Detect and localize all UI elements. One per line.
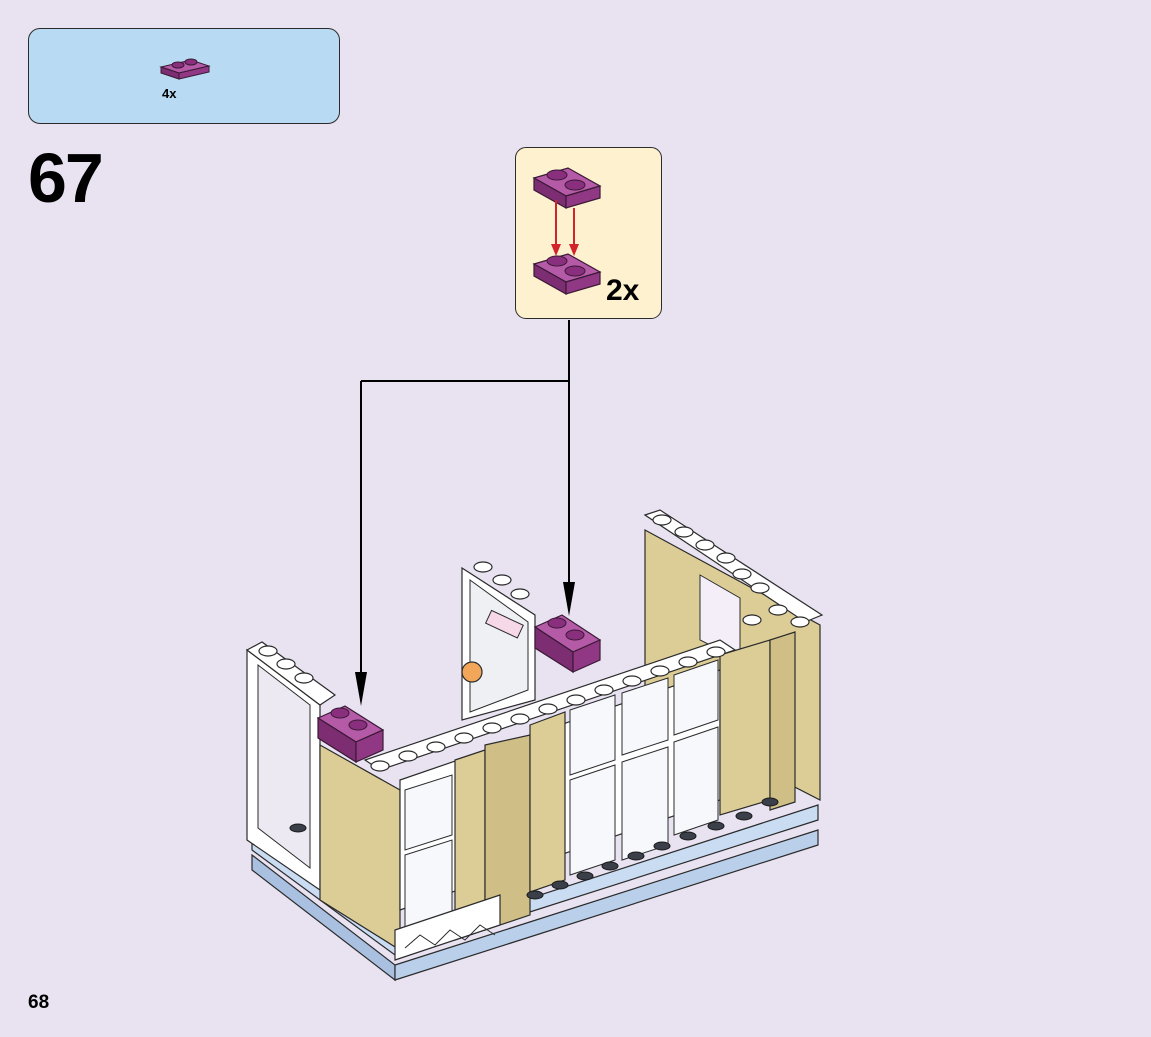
subassembly-callout: 2x bbox=[515, 147, 662, 319]
arrow-head-left bbox=[355, 672, 367, 706]
balcony-railing bbox=[394, 894, 501, 961]
left-white-frame bbox=[245, 641, 337, 892]
red-down-arrows bbox=[551, 200, 579, 256]
magenta-plate-left bbox=[316, 705, 385, 764]
bottom-plate-icon bbox=[532, 253, 602, 296]
top-plate-icon bbox=[532, 167, 602, 210]
part-quantity: 4x bbox=[162, 86, 177, 101]
front-windows bbox=[404, 659, 719, 931]
plate-1x2-magenta-icon bbox=[159, 58, 211, 80]
middle-door-panel bbox=[461, 566, 536, 721]
door-knob bbox=[461, 661, 483, 683]
subassembly-multiplier: 2x bbox=[606, 274, 640, 307]
magenta-plate-right bbox=[533, 614, 602, 674]
arrow-head-right bbox=[563, 582, 575, 616]
base-studs bbox=[289, 797, 779, 900]
step-number: 67 bbox=[28, 139, 104, 217]
top-stud-row bbox=[258, 514, 810, 772]
light-blue-base bbox=[251, 804, 819, 982]
page-number: 68 bbox=[28, 992, 50, 1013]
front-tan-wall bbox=[319, 631, 796, 952]
plate-stack-diagram bbox=[532, 167, 602, 296]
parts-list-box: 4x bbox=[28, 28, 340, 124]
placement-arrows bbox=[360, 320, 570, 680]
back-right-wall bbox=[643, 509, 824, 801]
